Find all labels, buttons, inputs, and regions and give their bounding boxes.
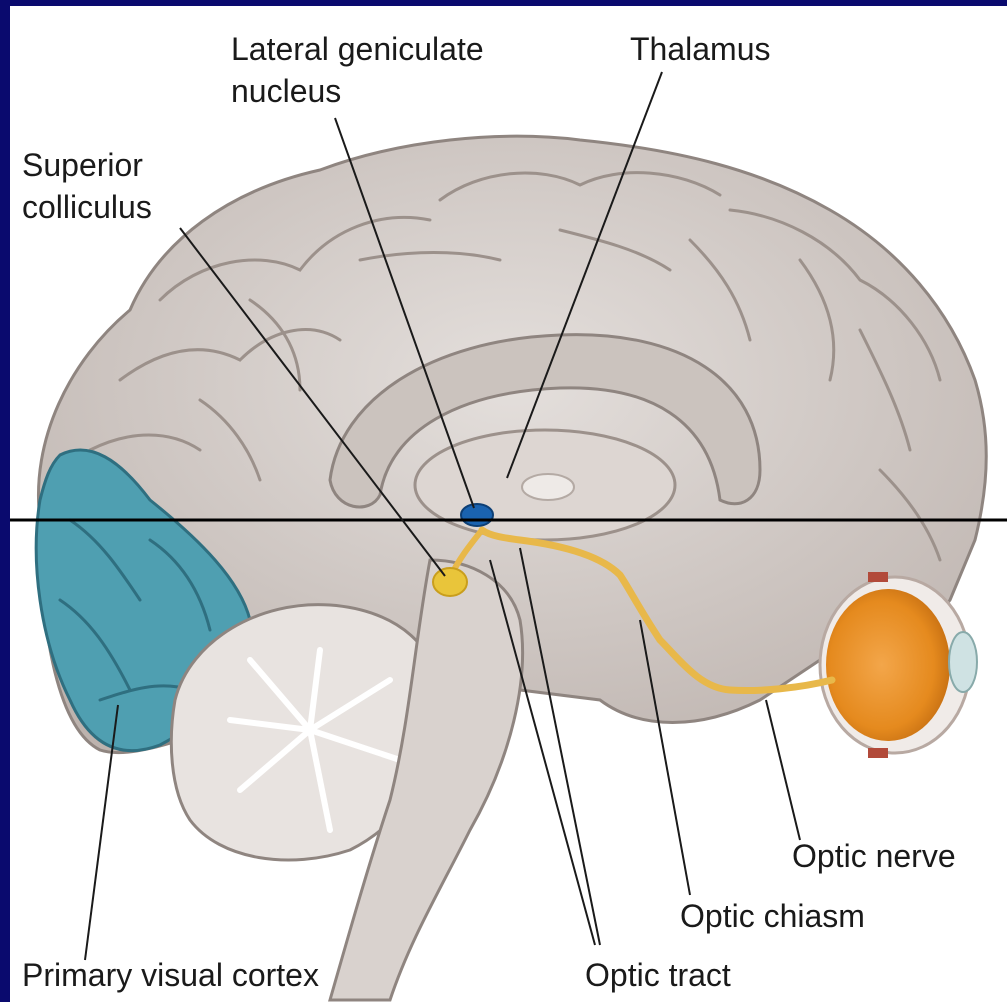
label-optic-tract: Optic tract <box>585 956 731 994</box>
label-lateral-geniculate-nucleus-line2: nucleus <box>231 72 341 110</box>
label-primary-visual-cortex: Primary visual cortex <box>22 956 319 994</box>
superior-colliculus-marker <box>433 568 467 596</box>
thalamus-core <box>522 474 574 500</box>
label-superior-colliculus-line1: Superior <box>22 146 143 184</box>
label-superior-colliculus-line2: colliculus <box>22 188 152 226</box>
label-thalamus: Thalamus <box>630 30 771 68</box>
label-optic-nerve: Optic nerve <box>792 837 956 875</box>
label-optic-chiasm: Optic chiasm <box>680 897 865 935</box>
label-lateral-geniculate-nucleus-line1: Lateral geniculate <box>231 30 484 68</box>
lateral-geniculate-nucleus-marker <box>461 504 493 526</box>
eye <box>820 572 977 758</box>
